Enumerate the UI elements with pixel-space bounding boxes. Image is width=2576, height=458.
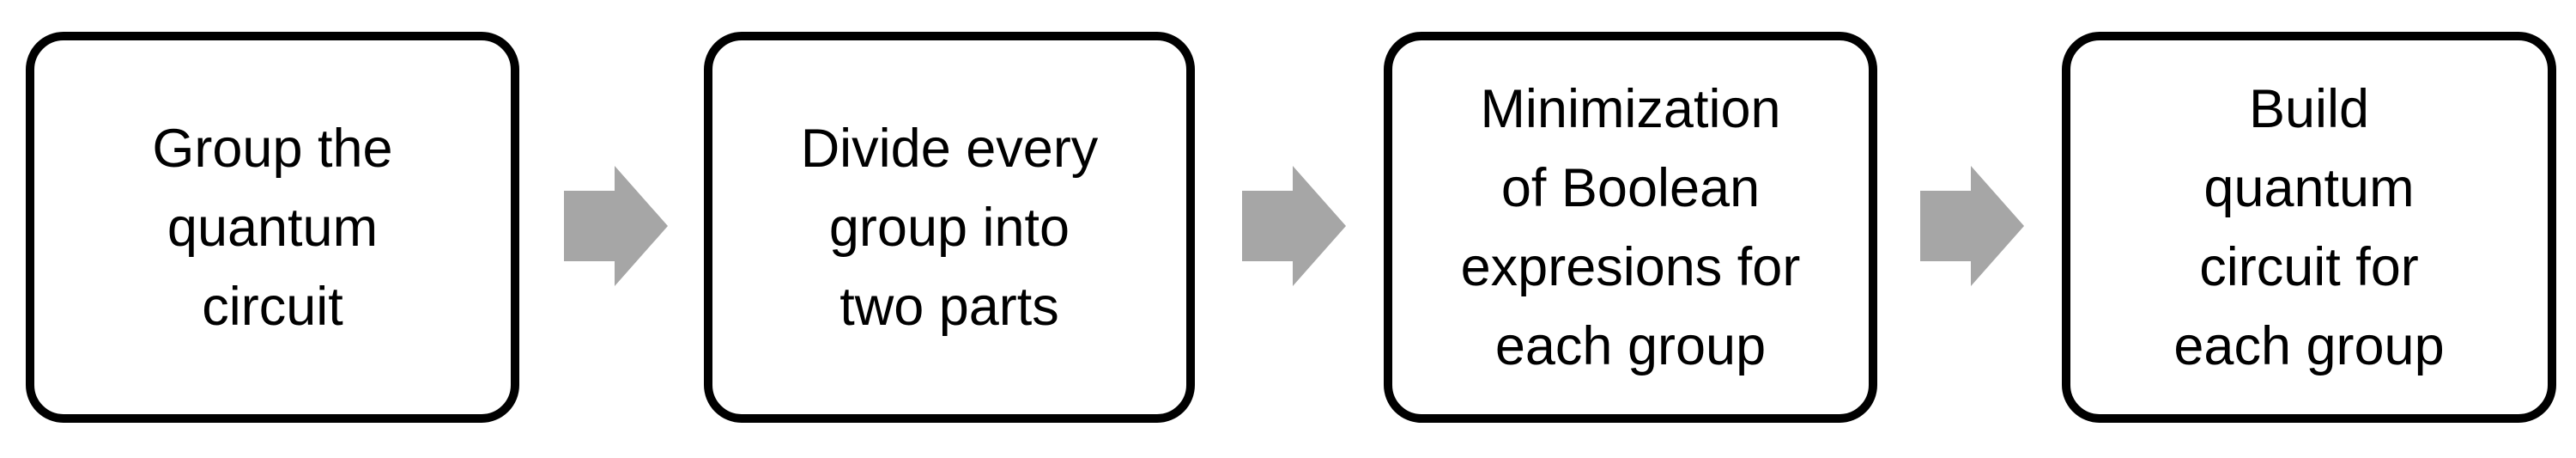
right-block-arrow-icon	[1242, 166, 1346, 286]
right-block-arrow-icon	[564, 166, 668, 286]
flow-step-minimize-expressions: Minimization of Boolean expresions for e…	[1384, 32, 1877, 423]
step-text-line: circuit	[202, 276, 343, 337]
step-text-line: Group the	[152, 118, 393, 179]
step-text-line: Build	[2248, 78, 2370, 139]
arrow-right-icon	[564, 166, 668, 286]
right-block-arrow-icon	[1920, 166, 2024, 286]
step-text-line: of Boolean	[1500, 157, 1761, 218]
step-text-line: quantum	[2203, 157, 2415, 218]
step-text-line: two parts	[839, 276, 1059, 337]
step-text-line: Minimization	[1480, 78, 1781, 139]
arrow-right-icon	[1920, 166, 2024, 286]
step-text-line: expresions for	[1460, 236, 1801, 297]
step-text-line: Divide every	[800, 118, 1099, 179]
flow-step-group-circuit: Group the quantum circuit	[26, 32, 519, 423]
step-text-line: group into	[828, 197, 1070, 258]
flow-step-label: Divide every group into two parts	[801, 109, 1099, 346]
step-text-line: circuit for	[2199, 236, 2419, 297]
step-text-line: each group	[1494, 315, 1767, 376]
flow-step-build-circuit: Build quantum circuit for each group	[2062, 32, 2556, 423]
step-text-line: each group	[2173, 315, 2445, 376]
step-text-line: quantum	[167, 197, 379, 258]
flow-step-label: Build quantum circuit for each group	[2173, 70, 2444, 386]
arrow-right-icon	[1242, 166, 1346, 286]
flow-step-label: Group the quantum circuit	[152, 109, 392, 346]
flow-step-divide-groups: Divide every group into two parts	[704, 32, 1195, 423]
flow-step-label: Minimization of Boolean expresions for e…	[1461, 70, 1801, 386]
